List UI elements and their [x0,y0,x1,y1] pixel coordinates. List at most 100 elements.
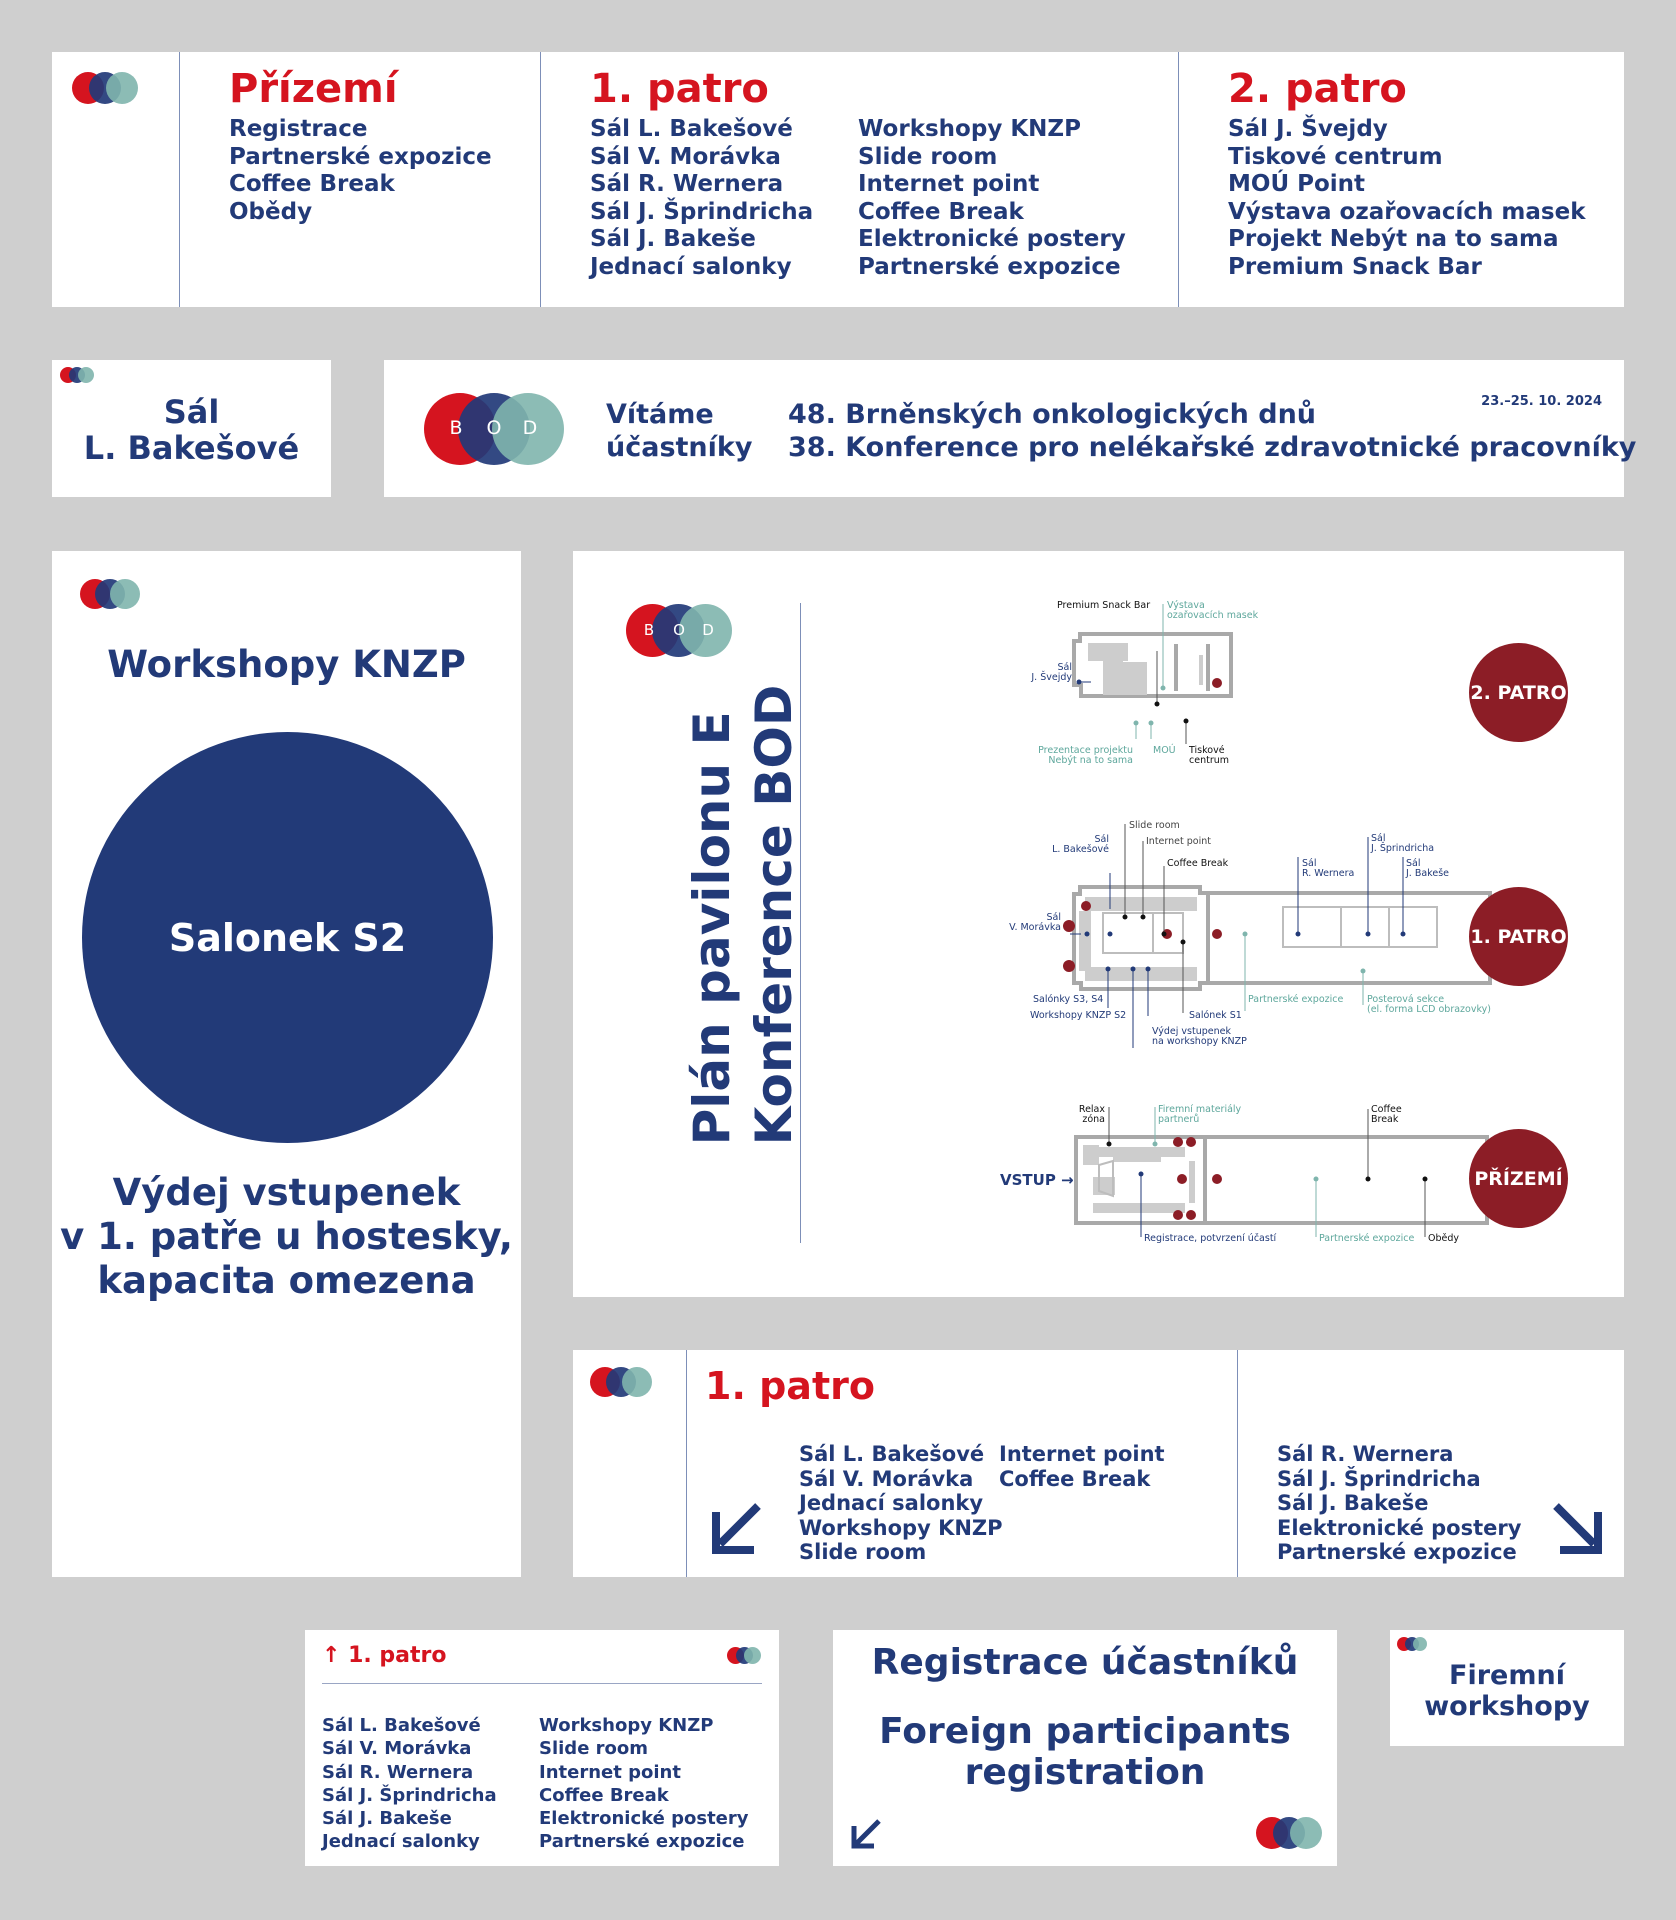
list-item: Internet point [539,1761,681,1783]
list-item: Sál V. Morávka [590,143,781,170]
list-item: Slide room [539,1738,649,1760]
first-floor-list-2: Workshopy KNZP Slide room Internet point… [858,116,1126,281]
bod-logo: B O D [424,393,564,465]
floor1-badge: 1. PATRO [1469,887,1568,986]
list-item: Slide room [799,1540,927,1564]
workshop-title: Workshopy KNZP [107,643,466,686]
direction-right-list: Sál R. Wernera Sál J. Šprindricha Sál J.… [1277,1442,1521,1565]
event-title-1: 48. Brněnských onkologických dnů [788,399,1317,430]
label-salonky: Salónky S3, S4 [1033,994,1104,1005]
list-item: Jednací salonky [590,253,792,280]
small-sign-list-2: Workshopy KNZP Slide room Internet point… [539,1714,749,1854]
event-date: 23.–25. 10. 2024 [1481,394,1602,409]
direction-title: 1. patro [705,1364,875,1408]
room-sign-line1: Sál [163,393,220,431]
list-item: Premium Snack Bar [1228,253,1482,280]
first-floor-title: 1. patro [590,66,769,112]
label-knzp: Workshopy KNZP S2 [1030,1010,1127,1021]
second-floor-list: Sál J. Švejdy Tiskové centrum MOÚ Point … [1228,116,1586,281]
list-item: Internet point [999,1442,1165,1466]
list-item: Jednací salonky [322,1831,480,1853]
ground-badge: PŘÍZEMÍ [1469,1129,1568,1228]
label-snack-bar: Premium Snack Bar [1057,600,1151,611]
list-item: Sál V. Morávka [799,1466,974,1491]
bod-logo [1397,1637,1427,1651]
logo-letter: D [702,621,714,639]
label-lunch: Obědy [1428,1233,1460,1244]
list-item: Partnerské expozice [1277,1540,1517,1564]
registration-line3: registration [964,1752,1206,1793]
label-partner1: Partnerské expozice [1248,994,1344,1005]
logo-letter: O [486,417,502,439]
welcome-line1: Vítáme [606,399,714,430]
list-item: Registrace [229,116,368,142]
list-item: Sál L. Bakešové [799,1442,985,1466]
list-item: Partnerské expozice [229,143,492,170]
floor-plans [1063,604,1492,1237]
list-item: Elektronické postery [539,1808,749,1830]
bod-logo [590,1367,652,1397]
list-item: Elektronické postery [1277,1515,1522,1540]
list-item: Internet point [858,171,1040,197]
label-poster: Posterová sekce(el. forma LCD obrazovky) [1367,994,1491,1015]
firm-workshops-sign: Firemní workshopy [1390,1630,1624,1746]
list-item: Coffee Break [539,1784,669,1806]
direction-left-list-2: Internet point Coffee Break [999,1442,1165,1491]
list-item: Obědy [229,198,313,225]
bod-logo [80,579,140,609]
first-floor-list: Sál L. Bakešové Sál V. Morávka Sál R. We… [590,116,813,281]
list-item: Sál J. Bakeše [1277,1491,1429,1515]
salonek-circle: Salonek S2 [82,732,493,1143]
registration-line1: Registrace účastníků [871,1642,1299,1683]
small-sign-list: Sál L. Bakešové Sál V. Morávka Sál R. We… [322,1714,497,1854]
second-floor-title: 2. patro [1228,66,1407,112]
list-item: Jednací salonky [799,1491,984,1515]
direction-panel: 1. patro Sál L. Bakešové Sál V. Morávka … [573,1350,1624,1577]
note-line1: Výdej vstupenek [112,1171,461,1214]
firm-line1: Firemní [1449,1660,1565,1691]
label-entrance: VSTUP → [1000,1171,1074,1189]
list-item: Workshopy KNZP [799,1515,1003,1540]
list-item: Sál V. Morávka [322,1738,472,1760]
list-item: Sál R. Wernera [322,1761,474,1783]
logo-letter: B [643,621,655,639]
event-title-2: 38. Konference pro nelékařské zdravotnic… [788,432,1637,463]
welcome-line2: účastníky [606,432,753,463]
bod-logo [1256,1817,1322,1849]
small-floor-sign: ↑ 1. patro Sál L. Bakešové Sál V. Morávk… [305,1630,779,1866]
list-item: Partnerské expozice [539,1831,745,1853]
logo-letter: O [673,621,685,639]
list-item: Coffee Break [858,198,1024,225]
label-s1: Salónek S1 [1189,1010,1242,1021]
room-sign-line2: L. Bakešové [83,429,300,467]
logo-letter: D [522,417,538,439]
list-item: Elektronické postery [858,226,1126,252]
list-item: Partnerské expozice [858,253,1121,280]
list-item: Sál R. Wernera [1277,1442,1454,1466]
bod-logo [72,72,138,104]
list-item: Coffee Break [229,171,395,197]
list-item: Sál L. Bakešové [590,116,793,142]
list-item: Sál R. Wernera [590,171,784,197]
list-item: Tiskové centrum [1228,143,1443,170]
list-item: Sál J. Bakeše [322,1808,452,1830]
list-item: Sál J. Bakeše [590,226,756,252]
list-item: Výstava ozařovacích masek [1228,198,1586,225]
firm-line2: workshopy [1424,1691,1590,1722]
arrow-down-right-icon [1553,1503,1602,1554]
label-internet: Internet point [1146,836,1211,847]
arrow-down-left-icon [851,1819,881,1849]
note-line2: v 1. patře u hostesky, [60,1215,513,1258]
salonek-label: Salonek S2 [168,915,407,960]
floors-panel: Přízemí Registrace Partnerské expozice C… [52,52,1624,307]
list-item: Sál L. Bakešové [322,1715,481,1736]
